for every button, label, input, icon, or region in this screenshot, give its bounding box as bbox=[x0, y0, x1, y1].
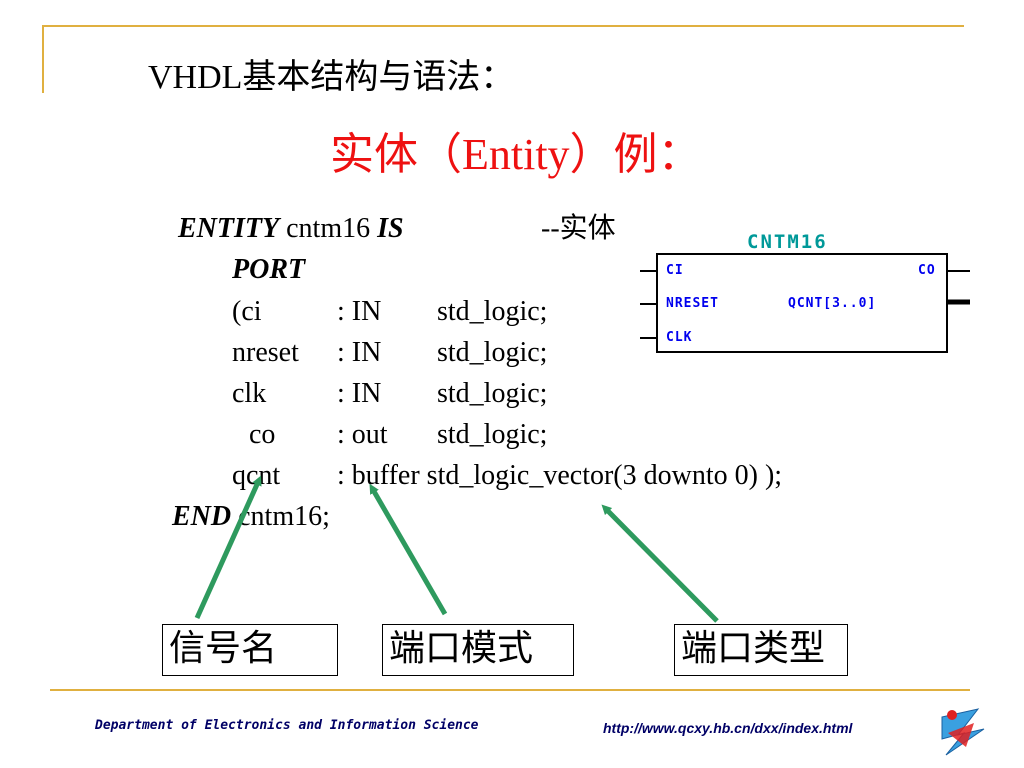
label-port-type: 端口类型 bbox=[674, 624, 848, 676]
block-symbol bbox=[656, 253, 948, 353]
block-title: CNTM16 bbox=[747, 231, 828, 253]
port-mode: : buffer std_logic_vector(3 downto 0) ); bbox=[337, 460, 783, 491]
port-name: co bbox=[249, 419, 276, 450]
slide-heading: VHDL基本结构与语法： bbox=[148, 59, 515, 96]
arrow-port-mode bbox=[369, 483, 448, 616]
logo-icon bbox=[941, 708, 985, 756]
port-type: std_logic; bbox=[437, 378, 548, 409]
pin-nreset: NRESET bbox=[666, 296, 719, 311]
footer-url[interactable]: http://www.qcxy.hb.cn/dxx/index.html bbox=[603, 720, 853, 736]
port-mode: : IN bbox=[337, 296, 382, 327]
end-name: cntm16; bbox=[231, 501, 330, 532]
bottom-rule bbox=[50, 689, 970, 691]
port-mode: : IN bbox=[337, 378, 382, 409]
arrow-signal-name bbox=[194, 475, 262, 620]
entity-name: cntm16 bbox=[279, 213, 378, 244]
pin-qcnt: QCNT[3..0] bbox=[788, 296, 877, 311]
port-name: (ci bbox=[232, 296, 262, 327]
port-type: std_logic; bbox=[437, 337, 548, 368]
top-rule bbox=[42, 25, 964, 27]
port-mode: : out bbox=[337, 419, 388, 450]
port-type: std_logic; bbox=[437, 296, 548, 327]
port-mode: : IN bbox=[337, 337, 382, 368]
slide-subheading: 实体（Entity）例： bbox=[330, 130, 702, 179]
keyword-port: PORT bbox=[232, 254, 306, 285]
code-line-end: END cntm16; bbox=[172, 501, 330, 533]
port-name: nreset bbox=[232, 337, 299, 368]
label-port-mode: 端口模式 bbox=[382, 624, 574, 676]
port-name: clk bbox=[232, 378, 267, 409]
pin-co: CO bbox=[918, 263, 936, 278]
keyword-is: IS bbox=[377, 213, 404, 244]
keyword-entity: ENTITY bbox=[178, 213, 280, 244]
footer-department: Department of Electronics and Informatio… bbox=[95, 718, 479, 733]
arrow-port-type bbox=[601, 504, 719, 623]
code-comment: --实体 bbox=[541, 213, 616, 244]
pin-ci: CI bbox=[666, 263, 684, 278]
code-line-entity: ENTITY cntm16 IS bbox=[178, 213, 404, 245]
pin-clk: CLK bbox=[666, 330, 693, 345]
port-type: std_logic; bbox=[437, 419, 548, 450]
left-rule bbox=[42, 25, 44, 93]
keyword-end: END bbox=[172, 501, 232, 532]
block-pins bbox=[640, 270, 970, 339]
label-signal-name: 信号名 bbox=[162, 624, 338, 676]
